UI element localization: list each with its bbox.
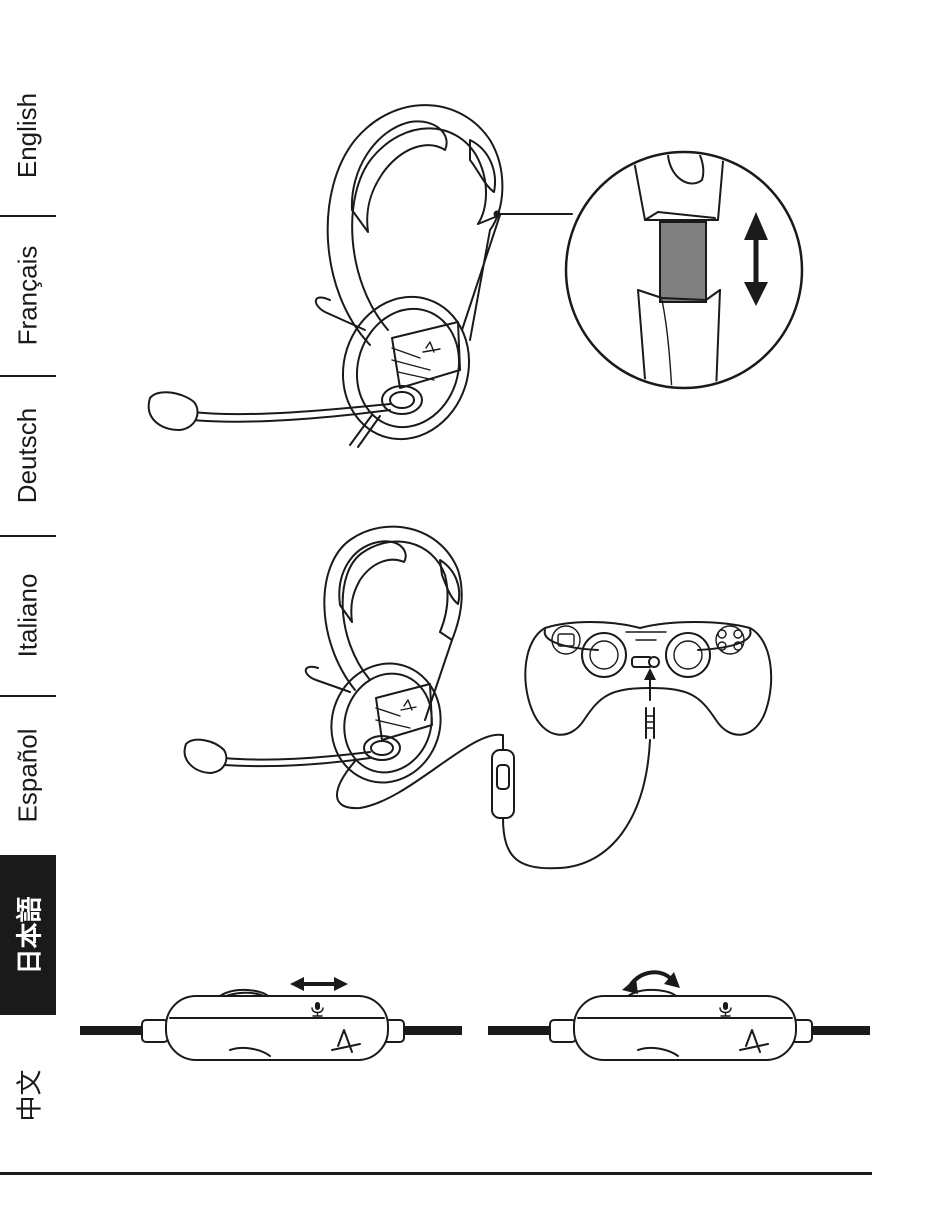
playstation-logo-icon [423,342,440,352]
left-right-arrow-icon [290,977,348,991]
up-down-arrow-icon [744,212,768,306]
band-adjust-zoom [566,150,802,392]
inline-control-slide-illustration [80,977,462,1060]
headset-connect-illustration [185,527,656,869]
inline-control-wheel-illustration [488,972,870,1060]
headset-adjust-illustration [149,105,503,456]
playstation-logo-icon [401,700,416,710]
